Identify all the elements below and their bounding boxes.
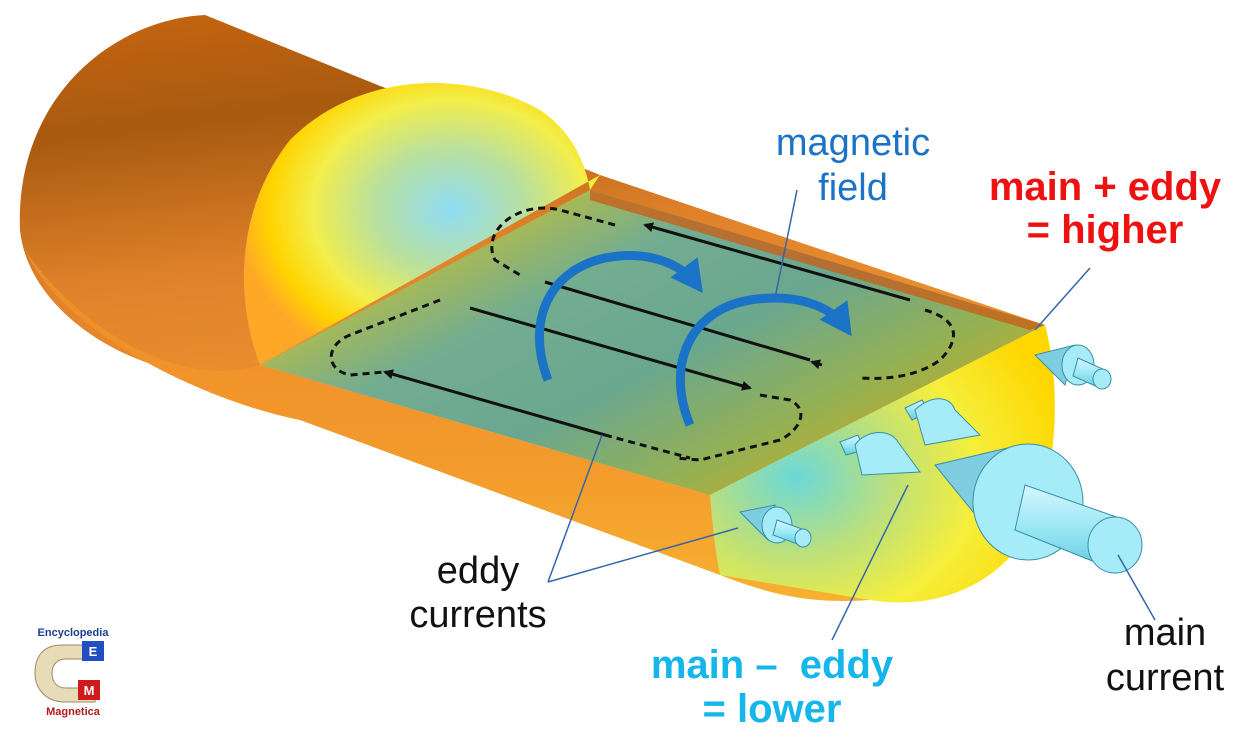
logo-e-block bbox=[82, 641, 104, 661]
eddy-current-arrow-higher bbox=[1034, 344, 1112, 390]
label-main-current-line1: main bbox=[1124, 612, 1206, 654]
encyclopedia-magnetica-logo: Encyclopedia E M Magnetica bbox=[34, 627, 110, 718]
eddy-loop-left-end-dashed bbox=[329, 298, 441, 377]
logo-text-bottom: Magnetica bbox=[46, 706, 101, 718]
eddy-loop-right-end-dashed bbox=[859, 308, 955, 380]
magnetic-field-arrow bbox=[675, 293, 852, 427]
eddy-loop-top-dashed bbox=[490, 206, 616, 277]
leader-lines bbox=[547, 189, 1156, 641]
leader-line-main-current bbox=[1117, 554, 1156, 621]
eddy-current-arrow bbox=[643, 222, 911, 302]
label-main-minus-eddy-line2: = lower bbox=[703, 687, 842, 731]
leader-line-lower bbox=[831, 484, 909, 641]
leader-line-eddy-currents bbox=[547, 434, 603, 583]
magnetic-field-arrow bbox=[535, 251, 703, 382]
logo-text-top: Encyclopedia bbox=[38, 627, 110, 639]
leader-line-magnetic-field bbox=[774, 189, 798, 299]
current-arrows bbox=[738, 344, 1143, 574]
label-main-minus-eddy-line1: main – eddy bbox=[651, 643, 894, 687]
eddy-current-arrow bbox=[383, 369, 606, 437]
eddy-current-arrow bbox=[544, 280, 811, 362]
eddy-current-arrow bbox=[469, 306, 752, 391]
magnetic-field-arrows bbox=[535, 251, 852, 427]
main-current-arrow bbox=[934, 443, 1143, 574]
eddy-current-loops bbox=[329, 206, 955, 462]
cylinder-front-surface bbox=[25, 250, 870, 601]
label-magnetic-field-line1: magnetic bbox=[776, 122, 930, 164]
eddy-current-arrow bbox=[810, 359, 823, 370]
logo-m-block bbox=[78, 680, 100, 700]
label-magnetic-field-line2: field bbox=[818, 167, 888, 209]
label-eddy-currents-line1: eddy bbox=[437, 550, 519, 592]
label-main-plus-eddy-line1: main + eddy bbox=[989, 165, 1222, 209]
labels: magnetic field main + eddy = higher eddy… bbox=[409, 122, 1224, 731]
logo-letter-m: M bbox=[84, 683, 95, 698]
eddy-current-arrow-lower bbox=[738, 504, 812, 548]
leader-line-higher bbox=[1034, 267, 1091, 331]
conductor-cylinder bbox=[19, 15, 1055, 603]
logo-letter-e: E bbox=[89, 644, 98, 659]
label-main-current-line2: current bbox=[1106, 657, 1225, 699]
cylinder-half-face bbox=[243, 82, 600, 365]
eddy-current-arrow bbox=[604, 433, 691, 460]
cut-plane-rim bbox=[590, 190, 1045, 330]
label-eddy-currents-line2: currents bbox=[409, 594, 546, 636]
leader-line-eddy-currents bbox=[547, 527, 739, 583]
cut-plane bbox=[260, 190, 1045, 495]
label-main-plus-eddy-line2: = higher bbox=[1027, 208, 1184, 252]
eddy-current-arrow-middle bbox=[839, 398, 982, 476]
